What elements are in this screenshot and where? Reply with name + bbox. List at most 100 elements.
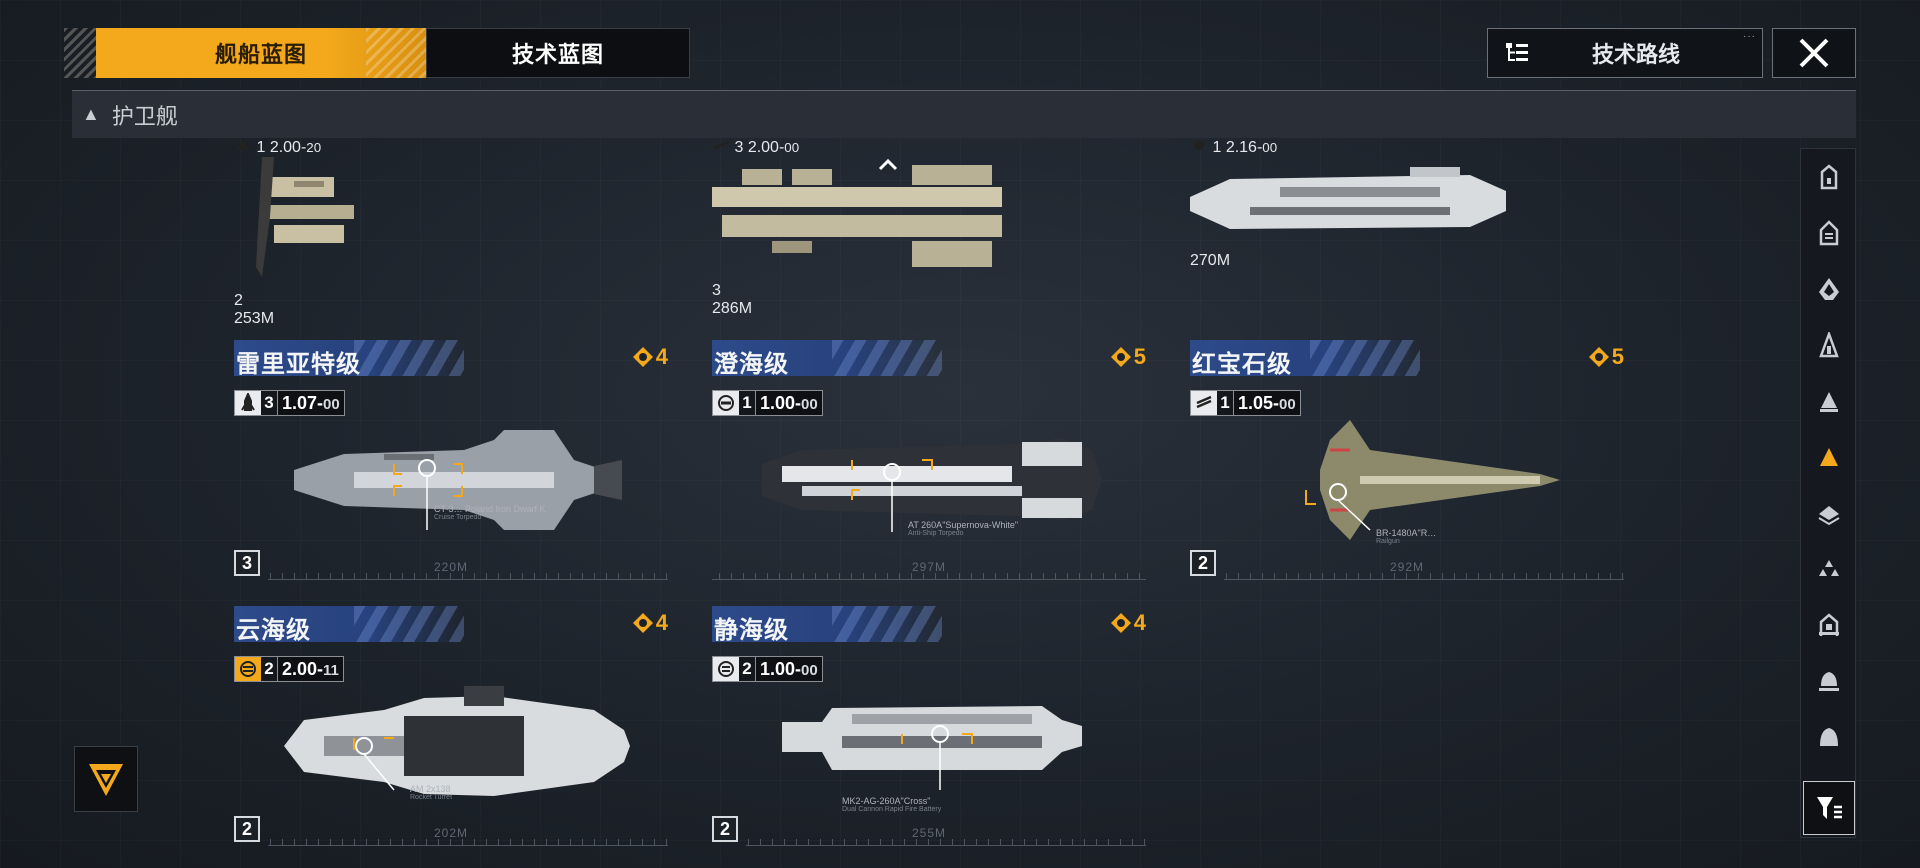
ship-value: 1.05-00 [1233, 391, 1300, 415]
ship-card-leriat[interactable]: 雷里亚特级 4 3 1.07-00 CT-3… Poland Iron Dwar… [234, 340, 668, 580]
sidebar-item-class-10[interactable] [1807, 659, 1851, 703]
ship-stats: 1 2.00-20 [234, 138, 668, 157]
sidebar-item-class-5[interactable] [1807, 379, 1851, 423]
ship-card-partial[interactable]: 3 2.00-00 3 286M [712, 138, 1146, 317]
ship-value: 2.16-00 [1225, 139, 1278, 156]
ship-card-jinghai[interactable]: 静海级 4 2 1.00-00 MK2-AG-260A"Cross" Dual … [712, 606, 1146, 846]
tab-label: 技术蓝图 [511, 42, 604, 67]
ship-level-badge: 3 [234, 550, 260, 576]
ship-class-icon [1820, 164, 1838, 190]
filter-button[interactable] [1803, 781, 1855, 835]
ship-length: 253M [234, 310, 275, 327]
weapon-type-icon [712, 139, 730, 156]
ship-level-badge: 2 [234, 816, 260, 842]
ship-class-icon [1818, 506, 1840, 526]
frigate-class-icon [1820, 448, 1838, 466]
sidebar-item-class-9[interactable] [1807, 603, 1851, 647]
ship-grid: 1 2.00-20 2 253M 3 2.00-00 [0, 138, 1800, 868]
route-dots: ··· [1743, 31, 1756, 42]
ship-name-band [1190, 340, 1420, 376]
ship-rank: 4 [632, 344, 668, 370]
weapon-type-icon [1190, 139, 1208, 156]
rocket-icon [235, 391, 261, 415]
ship-model-image [256, 157, 354, 277]
ship-class-icon [1820, 392, 1838, 412]
ship-ruler [1224, 570, 1624, 580]
ship-ruler [268, 836, 668, 846]
ship-class-sidebar [1800, 148, 1856, 838]
ship-class-icon [1820, 728, 1838, 746]
weapon-callout: BR-1480A"R… Railgun [1376, 528, 1437, 545]
rank-icon [632, 347, 653, 367]
ship-card-ruby[interactable]: 红宝石级 5 1 1.05-00 BR-1480A"R… Railgun 2 2… [1190, 340, 1624, 580]
sidebar-item-class-3[interactable] [1807, 267, 1851, 311]
ship-value: 2.00-11 [277, 657, 343, 681]
ship-model-image [712, 158, 1002, 267]
rank-icon [632, 613, 653, 633]
weapon-callout: MK2-AG-260A"Cross" Dual Cannon Rapid Fir… [842, 796, 942, 813]
ship-stats: 1 2.16-00 [1190, 138, 1624, 157]
rank-icon [1110, 613, 1131, 633]
close-button[interactable] [1772, 28, 1856, 78]
ship-card-chenghai[interactable]: 澄海级 5 1 1.00-00 AT 260A"Supernova-White"… [712, 340, 1146, 580]
category-label: 护卫舰 [111, 103, 178, 129]
tech-route-button[interactable]: 技术路线 ··· [1487, 28, 1763, 78]
ship-tier: 2 [264, 659, 274, 678]
ship-level-badge: 3 [712, 282, 721, 299]
ship-stats: 2 1.00-00 [712, 656, 823, 682]
ship-tier: 1 [1220, 393, 1230, 412]
sidebar-item-class-11[interactable] [1807, 715, 1851, 759]
ship-model-image [294, 430, 622, 530]
close-icon [1799, 38, 1829, 68]
ship-card-yunhai[interactable]: 云海级 4 2 2.00-11 AM 2x138 Rocket Turret 2… [234, 606, 668, 846]
rocket-turret-icon [235, 657, 261, 681]
ship-stats: 1 1.05-00 [1190, 390, 1301, 416]
ship-model-image [1190, 167, 1506, 229]
tab-tech-blueprint[interactable]: 技术蓝图 [426, 28, 690, 78]
ship-class-icon [1819, 332, 1839, 358]
ship-level-badge: 2 [234, 292, 243, 309]
ship-stats: 3 2.00-00 [712, 138, 1146, 157]
ship-tier: 1 [1212, 139, 1222, 156]
ship-name-band [712, 606, 942, 642]
ship-name: 雷里亚特级 [236, 351, 361, 378]
sidebar-item-class-2[interactable] [1807, 211, 1851, 255]
ship-card-partial[interactable]: 1 2.16-00 270M [1190, 138, 1624, 269]
sidebar-item-class-4[interactable] [1807, 323, 1851, 367]
railgun-icon [1191, 391, 1217, 415]
ship-length: 286M [712, 300, 753, 317]
rank-icon [1110, 347, 1131, 367]
top-bar: 舰船蓝图 技术蓝图 技术路线 ··· [64, 28, 1856, 78]
weapon-callout: AM 2x138 Rocket Turret [410, 784, 453, 801]
expand-panel-button[interactable] [74, 746, 138, 812]
sidebar-item-class-7[interactable] [1807, 491, 1851, 535]
weapon-type-icon [234, 139, 252, 156]
tab-ship-blueprint[interactable]: 舰船蓝图 [96, 28, 426, 78]
ship-class-icon [1819, 560, 1839, 576]
ship-value: 1.07-00 [277, 391, 344, 415]
ship-tier: 3 [264, 393, 274, 412]
tech-route-label: 技术路线 [1591, 42, 1680, 67]
ship-card-partial[interactable]: 1 2.00-20 2 253M [234, 138, 668, 327]
ship-class-icon [1819, 613, 1839, 636]
ship-stats: 1 1.00-00 [712, 390, 823, 416]
ship-class-icon [1819, 278, 1839, 300]
dual-cannon-icon [713, 657, 739, 681]
sidebar-item-class-frigate[interactable] [1807, 435, 1851, 479]
ship-value: 1.00-00 [755, 657, 822, 681]
ship-value: 2.00-00 [747, 139, 800, 156]
category-header-frigate[interactable]: ▲ 护卫舰 [72, 90, 1856, 138]
ship-name: 澄海级 [714, 351, 789, 378]
down-chevron-emblem-icon [89, 764, 123, 796]
ship-tier: 3 [734, 139, 744, 156]
tab-stripe-decoration [64, 28, 96, 78]
sidebar-item-class-8[interactable] [1807, 547, 1851, 591]
sidebar-item-class-1[interactable] [1807, 155, 1851, 199]
ship-model-image [1305, 420, 1560, 540]
ship-level-badge: 2 [1190, 550, 1216, 576]
ship-rank: 4 [1110, 610, 1146, 636]
ship-name-band [234, 606, 464, 642]
ship-class-icon [1819, 672, 1839, 691]
ship-stats: 2 2.00-11 [234, 656, 344, 682]
ship-ruler [746, 836, 1146, 846]
